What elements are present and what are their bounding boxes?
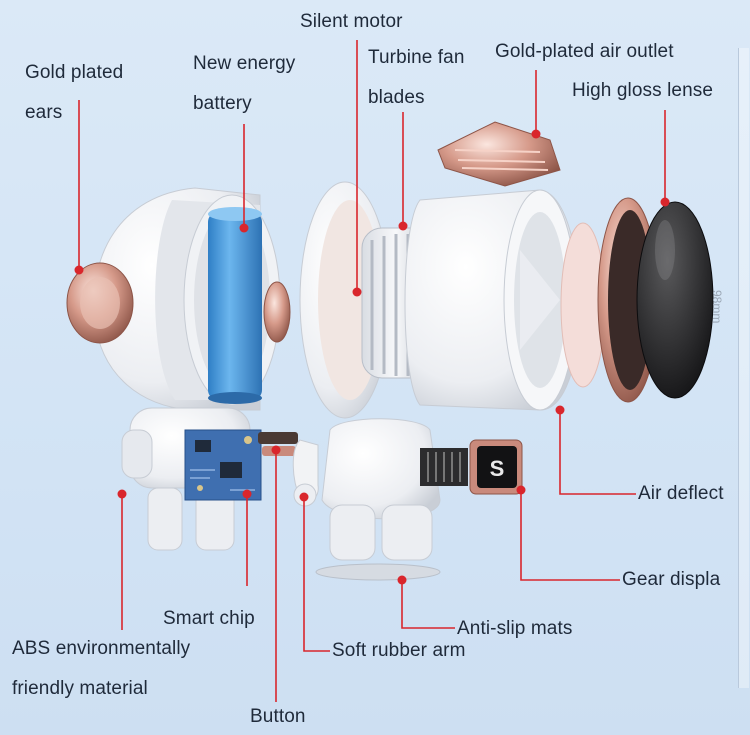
leader-dots [74,129,670,585]
label-new-energy-battery-line1: New energy [193,53,296,74]
leader-line-deflect [559,410,636,495]
right-lower-body [321,418,441,561]
label-gold-plated-ears-line2: ears [25,102,63,123]
gold-plated-ear-left [66,262,134,344]
label-abs-material-line1: ABS environmentally [12,638,191,659]
high-gloss-lens [636,201,714,399]
fan-housing [404,189,580,411]
leader-lines [78,40,666,702]
leader-line-gear [520,490,620,581]
label-soft-rubber-arm: Soft rubber arm [332,640,466,661]
label-turbine-fan-blades-line1: Turbine fan [368,47,465,68]
label-gold-plated-ears-line1: Gold plated [25,62,124,83]
gold-plated-air-outlet [437,121,561,187]
gold-plated-ear-right [263,281,291,343]
battery [208,207,262,404]
gear-display-module: S [420,439,523,495]
label-anti-slip-mats: Anti-slip mats [457,618,573,639]
label-new-energy-battery-line2: battery [193,93,252,114]
label-turbine-fan-blades-line2: blades [368,87,425,108]
gear-display-digit: S [490,456,505,481]
label-gold-plated-air-outlet: Gold-plated air outlet [495,41,674,62]
dimension-label: 98mm [710,290,724,324]
smart-chip-pcb [184,429,262,501]
label-abs-material-line2: friendly material [12,678,148,699]
label-button: Button [250,706,306,727]
leader-line-arm [303,497,330,652]
right-edge-panel [738,48,749,688]
label-silent-motor: Silent motor [300,11,403,32]
anti-slip-mat [315,563,441,581]
label-air-deflect: Air deflect [638,483,724,504]
label-gear-display: Gear displa [622,569,721,590]
leader-line-antislip [401,580,455,629]
label-high-gloss-lense: High gloss lense [572,80,714,101]
label-smart-chip: Smart chip [163,608,255,629]
